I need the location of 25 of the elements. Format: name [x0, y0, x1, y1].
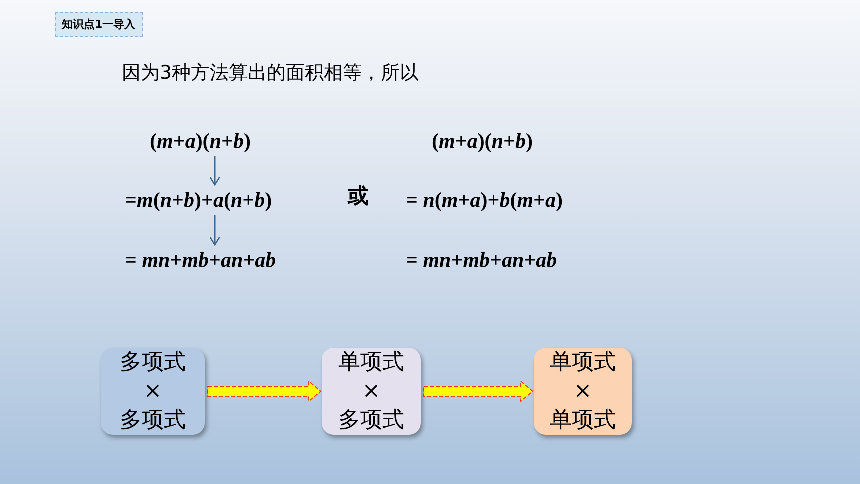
or-text: 或 — [348, 183, 369, 210]
arrow — [209, 156, 221, 186]
box-text: × — [144, 378, 162, 406]
box-text: 多项式 — [120, 349, 186, 377]
expression: = mn+mb+an+ab — [406, 247, 558, 274]
box-text: 单项式 — [338, 349, 404, 377]
box-text: × — [574, 378, 592, 406]
box-text: 多项式 — [338, 407, 404, 435]
arrow — [208, 380, 322, 403]
box-text: 单项式 — [550, 349, 616, 377]
arrow — [424, 380, 534, 403]
term-box — [101, 348, 205, 435]
expression: =m(n+b)+a(n+b) — [125, 186, 305, 214]
expression: (m+a)(n+b) — [432, 128, 533, 155]
arrow — [209, 215, 221, 246]
expression: = mn+mb+an+ab — [125, 246, 310, 274]
expression: = n(m+a)+b(m+a) — [406, 187, 563, 214]
box-text: 多项式 — [120, 407, 186, 435]
expression: (m+a)(n+b) — [150, 127, 272, 155]
box-text: × — [362, 378, 381, 406]
section-tag: 知识点1一导入 — [55, 12, 143, 37]
term-box — [534, 348, 632, 435]
heading-text: 因为3种方法算出的面积相等，所以 — [122, 61, 420, 86]
box-text: 单项式 — [550, 407, 616, 435]
term-box — [322, 348, 421, 435]
